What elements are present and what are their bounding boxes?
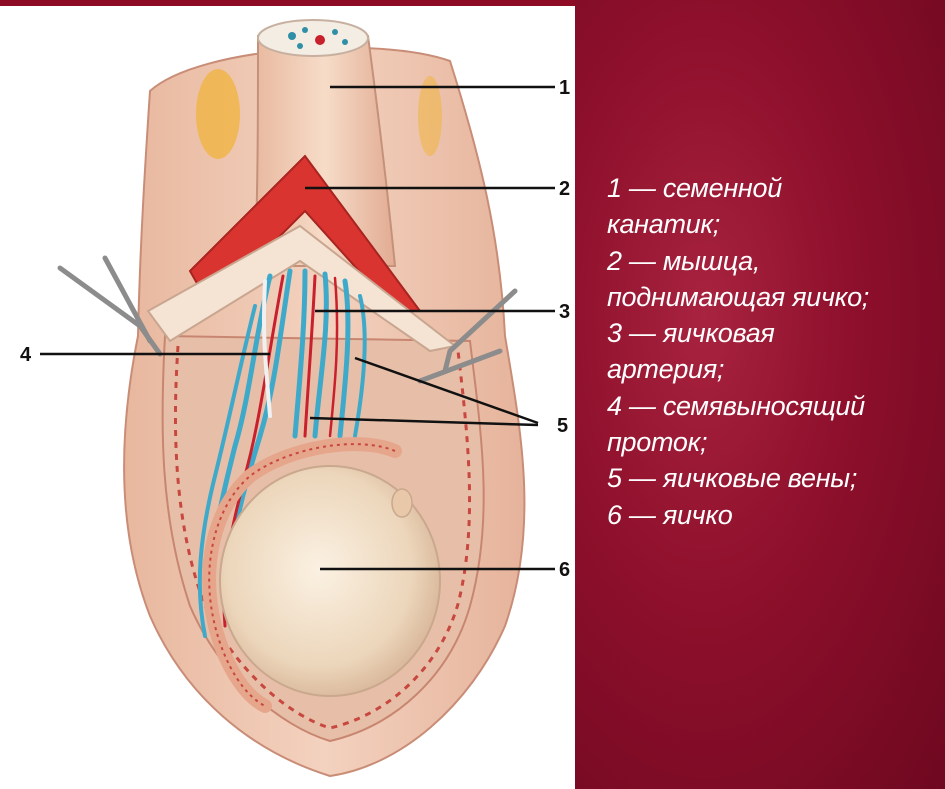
cord-cross-section [258,20,368,56]
legend-line: проток; [607,424,937,460]
legend-list: 1 — семенной канатик; 2 — мышца, поднима… [607,170,937,533]
callout-5: 5 [557,415,568,437]
legend-line: 6 — яичко [607,497,937,533]
legend-line: 3 — яичковая [607,315,937,351]
callout-2: 2 [559,178,570,200]
legend-line: 5 — яичковые вены; [607,460,937,496]
legend-line: 1 — семенной [607,170,937,206]
legend-line: артерия; [607,351,937,387]
legend-line: 4 — семявыносящий [607,388,937,424]
legend-line: канатик; [607,206,937,242]
anatomical-illustration: 1 2 3 4 5 6 [0,6,575,789]
callout-6: 6 [559,559,570,581]
callout-4: 4 [20,344,32,366]
callout-1: 1 [559,77,570,99]
callout-3: 3 [559,301,570,323]
legend-line: 2 — мышца, [607,243,937,279]
appendix-testis [392,489,412,517]
legend-line: поднимающая яичко; [607,279,937,315]
